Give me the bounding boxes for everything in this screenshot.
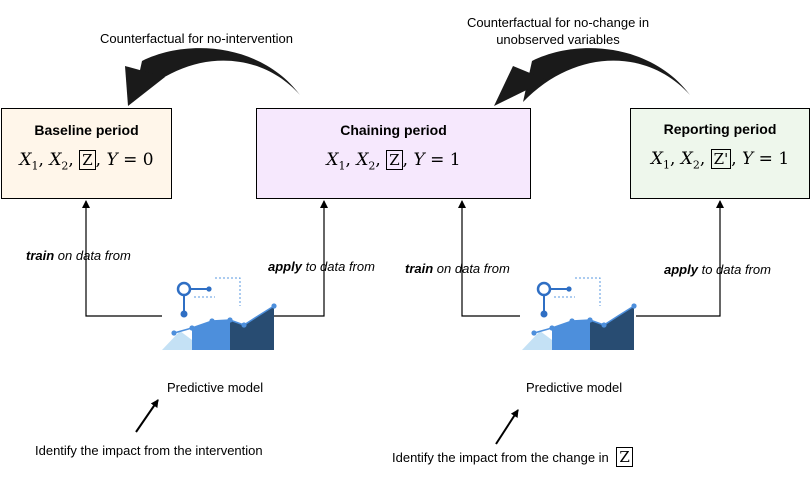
node-ring — [536, 281, 552, 297]
counterfactual-arrow-right-head — [494, 66, 547, 106]
predictive-model-label-left: Predictive model — [167, 380, 264, 395]
apply-edge-left — [274, 200, 328, 317]
impact-arrow-right — [495, 409, 519, 445]
train-edge-left — [82, 200, 162, 317]
chart-area-mid — [552, 320, 590, 350]
node-dotted — [194, 277, 241, 306]
impact-label-right: Identify the impact from the change in Z — [392, 447, 633, 467]
counterfactual-arrow-right — [523, 48, 690, 102]
chart-point — [531, 330, 537, 336]
chart-area-light — [162, 331, 192, 350]
reporting-y-value: 1 — [778, 149, 790, 169]
counterfactual-left-label: Counterfactual for no-intervention — [100, 31, 293, 46]
chaining-title: Chaining period — [340, 122, 447, 138]
counterfactual-right-label: Counterfactual for no-change in unobserv… — [456, 14, 660, 48]
node-dot — [566, 286, 572, 292]
chart-area-light — [522, 331, 552, 350]
node-ring — [176, 281, 192, 297]
node-dotted — [554, 277, 601, 306]
chart-area-mid — [192, 320, 230, 350]
baseline-period-box: Baseline period X1, X2, Z, Y = 0 — [1, 108, 172, 199]
apply-verb: apply — [664, 262, 698, 277]
train-verb: train — [26, 248, 55, 263]
baseline-formula: X1, X2, Z, Y = 0 — [19, 150, 154, 173]
impact-right-text: Identify the impact from the change in — [392, 450, 609, 465]
train-verb: train — [405, 261, 434, 276]
unobserved-variable-box: Z — [79, 150, 96, 170]
predictive-model-label-right: Predictive model — [526, 380, 623, 395]
chaining-formula: X1, X2, Z, Y = 1 — [326, 150, 461, 173]
unobserved-variable-box: Z' — [710, 149, 732, 169]
counterfactual-right-line1: Counterfactual for no-change in — [466, 15, 650, 30]
chart-point — [171, 330, 177, 336]
reporting-period-box: Reporting period X1, X2, Z', Y = 1 — [630, 108, 810, 199]
train-label-left: train on data from — [26, 248, 131, 263]
node-dot — [180, 310, 188, 318]
apply-label-left: apply to data from — [268, 259, 375, 274]
apply-verb: apply — [268, 259, 302, 274]
apply-label-right: apply to data from — [664, 262, 771, 277]
chart-point — [587, 317, 593, 323]
chart-point — [209, 318, 215, 324]
chart-point — [227, 317, 233, 323]
train-edge-right — [458, 200, 520, 317]
unobserved-variable-box: Z — [616, 447, 633, 467]
train-rest: on data from — [54, 248, 131, 263]
chart-point — [241, 322, 247, 328]
apply-rest: to data from — [697, 262, 771, 277]
counterfactual-arrow-left-head — [125, 66, 165, 106]
reporting-title: Reporting period — [663, 121, 777, 137]
chart-point — [189, 325, 195, 331]
impact-label-left: Identify the impact from the interventio… — [35, 443, 263, 458]
chaining-period-box: Chaining period X1, X2, Z, Y = 1 — [256, 108, 531, 199]
predictive-model-icon-right — [522, 277, 637, 350]
chart-point — [631, 303, 637, 309]
train-rest: on data from — [433, 261, 510, 276]
apply-rest: to data from — [301, 259, 375, 274]
train-label-right: train on data from — [405, 261, 510, 276]
unobserved-variable-box: Z — [386, 150, 403, 170]
apply-edge-right — [636, 200, 724, 317]
reporting-formula: X1, X2, Z', Y = 1 — [650, 149, 790, 172]
chart-area-dark — [590, 306, 634, 350]
chart-point — [569, 318, 575, 324]
chart-area-dark — [230, 306, 274, 350]
chaining-y-value: 1 — [449, 150, 461, 170]
node-dot — [206, 286, 212, 292]
baseline-y-value: 0 — [142, 150, 154, 170]
impact-arrow-left — [135, 399, 159, 433]
predictive-model-icon-left — [162, 277, 277, 350]
counterfactual-arrow-left — [133, 48, 300, 102]
chart-point — [549, 325, 555, 331]
chart-point — [271, 303, 277, 309]
chart-point — [601, 322, 607, 328]
node-dot — [540, 310, 548, 318]
baseline-title: Baseline period — [34, 122, 139, 138]
counterfactual-right-line2: unobserved variables — [496, 32, 620, 47]
